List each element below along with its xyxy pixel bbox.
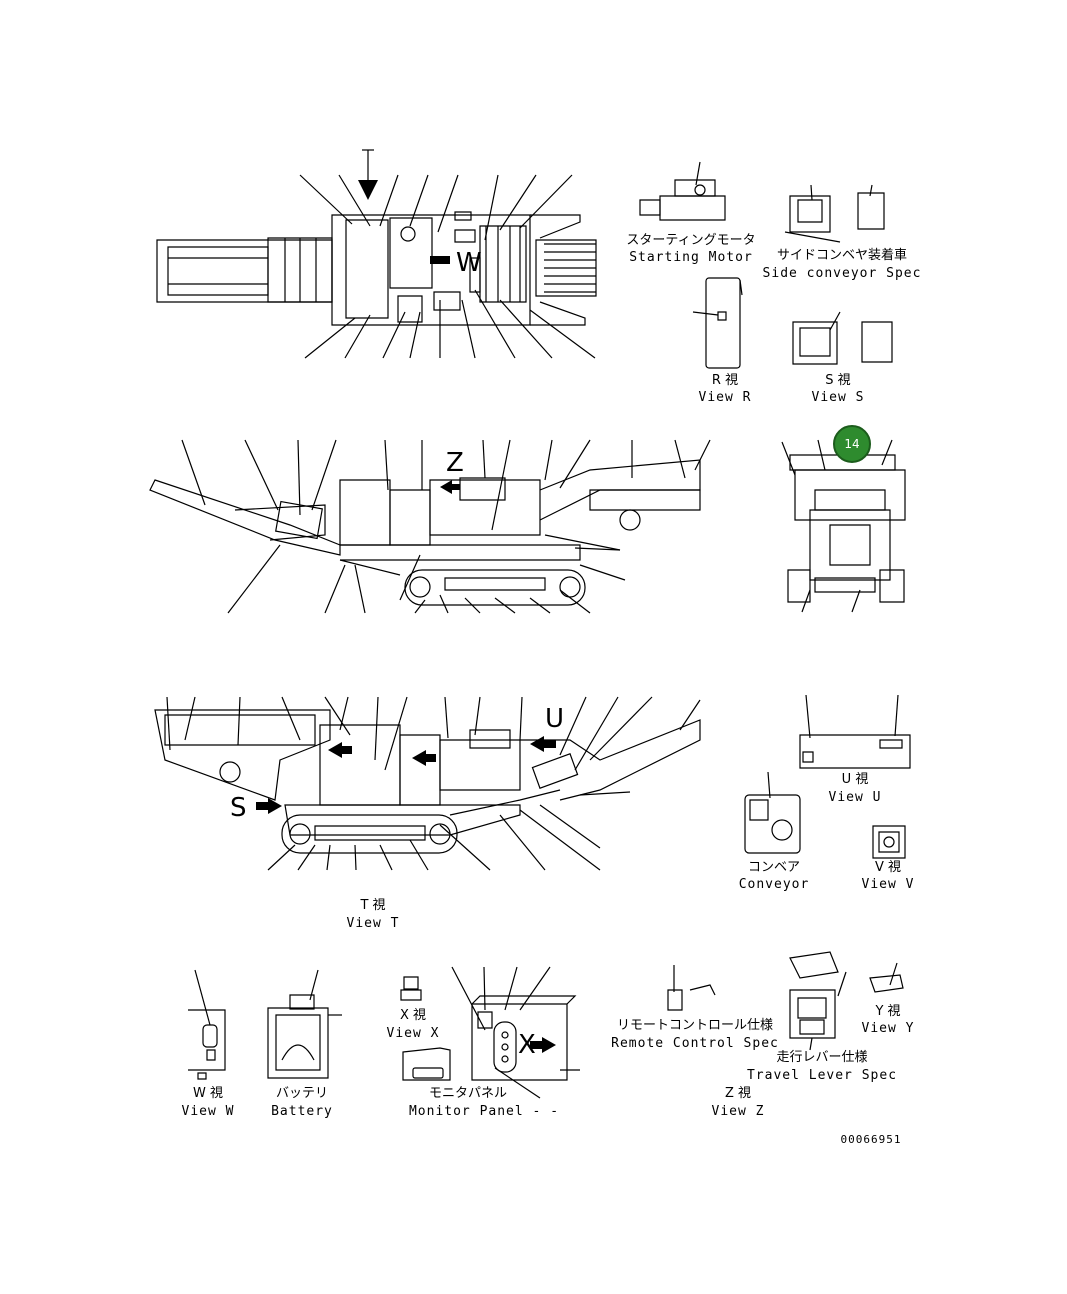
front-view-machine <box>782 440 905 612</box>
starting-motor-detail <box>640 162 725 220</box>
monitor-panel-label-en: Monitor Panel - - <box>408 1104 560 1119</box>
view-y-label-jp: Y 視 <box>875 1004 901 1019</box>
view-s-label-jp: S 視 <box>825 373 851 388</box>
side-view-machine-2 <box>155 697 700 870</box>
callout-14-badge[interactable]: 14 <box>833 425 871 463</box>
view-letter-x: X <box>518 1030 536 1060</box>
drawing-number: 00066951 <box>840 1133 902 1146</box>
battery-detail <box>268 970 342 1078</box>
travel-lever-label-en: Travel Lever Spec <box>746 1068 898 1083</box>
view-x-label-en: View X <box>386 1026 440 1041</box>
view-t-label-jp: T 視 <box>360 898 386 913</box>
travel-lever-label-jp: 走行レバー仕様 <box>776 1050 868 1065</box>
view-v-label-en: View V <box>861 877 915 892</box>
conveyor-label-jp: コンベア <box>747 860 800 875</box>
view-r-label-jp: R 視 <box>711 373 739 388</box>
top-view-machine <box>157 150 596 358</box>
monitor-panel-label-jp: モニタパネル <box>428 1086 507 1101</box>
view-v-detail <box>873 826 905 858</box>
battery-label-jp: バッテリ <box>275 1086 328 1101</box>
view-z-label-jp: Z 視 <box>724 1086 752 1101</box>
view-s-detail <box>793 312 892 364</box>
view-r-detail <box>693 278 742 368</box>
view-z-label-en: View Z <box>711 1104 765 1119</box>
remote-control-detail <box>668 965 715 1010</box>
view-r-label-en: View R <box>698 390 752 405</box>
view-w-label-jp: W 視 <box>193 1086 223 1101</box>
view-v-label-jp: V 視 <box>874 860 902 875</box>
side-view-machine <box>150 440 710 613</box>
travel-lever-detail <box>790 952 846 1050</box>
side-conveyor-label-en: Side conveyor Spec <box>762 266 922 281</box>
side-conveyor-label-jp: サイドコンベヤ装着車 <box>776 248 907 263</box>
view-w-label-en: View W <box>181 1104 235 1119</box>
starting-motor-label-jp: スターティングモータ <box>626 233 756 248</box>
conveyor-label-en: Conveyor <box>738 877 810 892</box>
view-x-label-jp: X 視 <box>399 1008 427 1023</box>
side-conveyor-detail <box>785 185 884 242</box>
view-letter-w: W <box>456 248 482 278</box>
view-y-detail <box>870 963 903 992</box>
view-t-label-en: View T <box>346 916 400 931</box>
view-w-detail <box>188 970 225 1079</box>
view-letter-u: U <box>545 704 565 734</box>
remote-control-label-en: Remote Control Spec <box>611 1036 779 1051</box>
view-y-label-en: View Y <box>861 1021 915 1036</box>
view-letter-s: S <box>230 793 247 823</box>
monitor-panel-main <box>452 967 580 1098</box>
battery-label-en: Battery <box>271 1104 333 1119</box>
view-u-label-en: View U <box>828 790 882 805</box>
view-u-detail <box>800 695 910 768</box>
conveyor-detail <box>745 772 800 853</box>
view-s-label-en: View S <box>811 390 865 405</box>
monitor-panel-detail <box>403 1048 450 1080</box>
remote-control-label-jp: リモートコントロール仕様 <box>616 1018 773 1033</box>
starting-motor-label-en: Starting Motor <box>629 250 753 265</box>
view-letter-z: Z <box>446 448 464 478</box>
view-x-detail <box>401 977 421 1000</box>
view-u-label-jp: U 視 <box>841 772 869 787</box>
